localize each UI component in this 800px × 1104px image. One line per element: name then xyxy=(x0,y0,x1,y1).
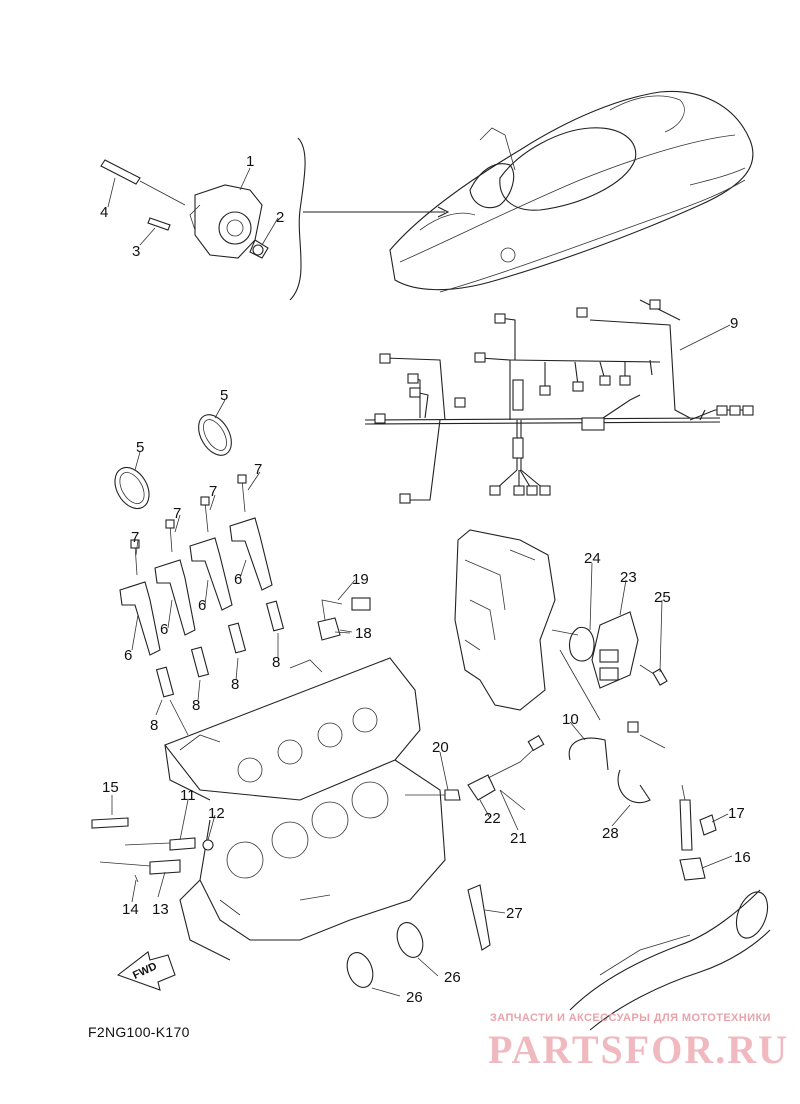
callout-27: 27 xyxy=(506,905,523,922)
callout-7c: 7 xyxy=(173,505,181,522)
callout-26a: 26 xyxy=(444,969,461,986)
callout-20: 20 xyxy=(432,739,449,756)
engine-block xyxy=(164,657,446,961)
watermark-brand[interactable]: PARTSFOR.RU xyxy=(488,1027,789,1072)
throttle-body-assembly xyxy=(100,159,269,259)
callout-16: 16 xyxy=(734,849,751,866)
callout-8c: 8 xyxy=(231,676,239,693)
sensor-18-19 xyxy=(317,597,371,641)
callout-22: 22 xyxy=(484,810,501,827)
callout-8b: 8 xyxy=(192,697,200,714)
sensor-11-15 xyxy=(91,817,214,883)
watermark-tagline: ЗАПЧАСТИ И АКСЕССУАРЫ ДЛЯ МОТОТЕХНИКИ xyxy=(490,1012,771,1024)
intake-manifold xyxy=(454,529,556,711)
callout-26b: 26 xyxy=(406,989,423,1006)
callout-8a: 8 xyxy=(150,717,158,734)
callout-1: 1 xyxy=(246,153,254,170)
watercraft-illustration xyxy=(389,90,754,293)
callout-6a: 6 xyxy=(124,647,132,664)
callout-7b: 7 xyxy=(209,483,217,500)
callout-19: 19 xyxy=(352,571,369,588)
callout-13: 13 xyxy=(152,901,169,918)
callout-14: 14 xyxy=(122,901,139,918)
callout-labels: 1 2 3 4 5 5 6 6 6 6 7 7 7 7 8 8 8 8 9 10… xyxy=(100,153,751,1006)
wire-harness xyxy=(364,299,754,504)
callout-12: 12 xyxy=(208,805,225,822)
callout-3: 3 xyxy=(132,243,140,260)
clamps-26-27 xyxy=(346,884,491,988)
leader-lines xyxy=(107,167,733,997)
callout-7d: 7 xyxy=(131,529,139,546)
callout-5a: 5 xyxy=(220,387,228,404)
callout-6d: 6 xyxy=(234,571,242,588)
callout-7a: 7 xyxy=(254,461,262,478)
ignition-coils xyxy=(119,474,285,736)
callout-6b: 6 xyxy=(160,621,168,638)
callout-17: 17 xyxy=(728,805,745,822)
fwd-arrow: FWD xyxy=(116,951,176,991)
callout-8d: 8 xyxy=(272,654,280,671)
callout-6c: 6 xyxy=(198,597,206,614)
callout-28: 28 xyxy=(602,825,619,842)
callout-11: 11 xyxy=(180,787,196,804)
diagram-code: F2NG100-K170 xyxy=(88,1024,190,1040)
sensor-20-21-22 xyxy=(405,734,545,801)
callout-9: 9 xyxy=(730,315,738,332)
callout-18: 18 xyxy=(355,625,372,642)
exhaust-and-sensor xyxy=(569,784,771,1031)
callout-2: 2 xyxy=(276,209,284,226)
callout-23: 23 xyxy=(620,569,637,586)
callout-24: 24 xyxy=(584,550,601,567)
band-parts xyxy=(114,414,232,510)
callout-5b: 5 xyxy=(136,439,144,456)
ecu-assembly xyxy=(551,611,668,689)
band-10-28 xyxy=(559,649,666,804)
callout-21: 21 xyxy=(510,830,527,847)
callout-4: 4 xyxy=(100,204,108,221)
callout-10: 10 xyxy=(562,711,579,728)
callout-15: 15 xyxy=(102,779,119,796)
callout-25: 25 xyxy=(654,589,671,606)
zoom-bracket xyxy=(289,137,306,301)
